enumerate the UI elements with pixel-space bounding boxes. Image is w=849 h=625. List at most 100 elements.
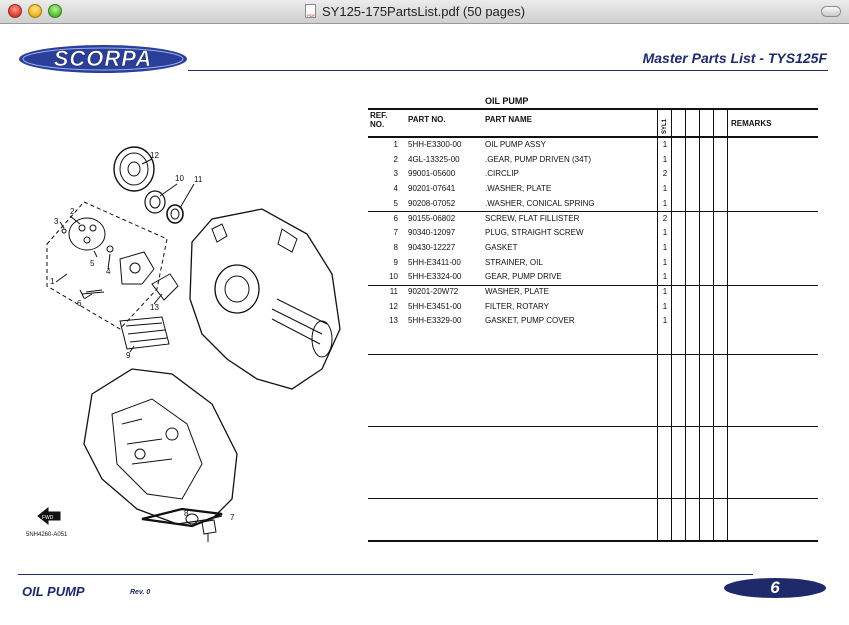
pdf-icon-label: PDF [307, 13, 315, 18]
header-part-no: PART NO. [408, 115, 446, 124]
fwd-label: FWD [42, 515, 54, 521]
master-parts-title: Master Parts List - TYS125F [642, 50, 827, 66]
header-ref-no: NO. [370, 120, 385, 129]
cell-part-name: GASKET [485, 242, 518, 252]
cell-ref: 12 [389, 301, 398, 311]
minimize-window-button[interactable] [28, 4, 42, 18]
cell-part-name: SCREW, FLAT FILLISTER [485, 213, 580, 223]
cell-part-no: 90201-07641 [408, 184, 456, 194]
callout-7: 7 [230, 513, 235, 522]
group-rule-4 [368, 426, 818, 427]
cell-ref: 13 [389, 316, 398, 326]
grid-col-2 [671, 110, 672, 540]
cell-ref: 9 [393, 257, 398, 267]
cell-part-name: .WASHER, PLATE [485, 184, 552, 194]
logo-text: SCORPA [54, 46, 153, 71]
footer-rule [18, 574, 753, 575]
cell-part-no: 90201-20W72 [408, 287, 459, 296]
cell-ref: 8 [393, 242, 398, 252]
cell-part-no: 90430-12227 [408, 242, 456, 252]
grid-col-1 [657, 110, 658, 540]
toolbar-toggle-button[interactable] [821, 6, 841, 17]
grid-col-5 [713, 110, 714, 540]
callout-1: 1 [50, 277, 55, 286]
group-rule-5 [368, 498, 818, 499]
cell-qty: 1 [662, 287, 668, 296]
cell-ref: 6 [393, 213, 398, 223]
header-remarks: REMARKS [731, 119, 772, 128]
cell-ref: 7 [393, 228, 398, 238]
cell-part-name: WASHER, PLATE [485, 287, 550, 296]
diagram-ref-code: 5NH4260-A051 [26, 532, 68, 538]
footer-section-title: OIL PUMP [22, 584, 85, 599]
cell-part-name: .CIRCLIP [485, 169, 519, 179]
page-number: 6 [770, 578, 780, 597]
cell-qty: 1 [662, 242, 668, 252]
cell-part-no: 5HH-E3300-00 [408, 140, 462, 149]
header-syl1: SYL1 [662, 118, 668, 134]
grid-col-3 [685, 110, 686, 540]
header-ref: REF. [370, 111, 388, 120]
callout-2: 2 [70, 207, 75, 216]
callout-12: 12 [150, 151, 159, 160]
oil-pump-exploded-diagram: 12 10 11 2 3 5 4 1 13 9 8 6 7 FWD 5NH426… [26, 146, 341, 542]
group-rule-1 [368, 211, 818, 212]
header-rule [188, 70, 828, 71]
cell-ref: 5 [393, 198, 398, 208]
callout-4: 4 [106, 267, 111, 276]
callout-13: 13 [150, 303, 159, 312]
cell-qty: 1 [662, 140, 668, 149]
table-top-rule [368, 108, 818, 110]
callout-8: 8 [184, 509, 189, 518]
callout-5: 5 [90, 259, 95, 268]
cell-qty: 1 [662, 154, 668, 164]
header-bottom-rule [368, 136, 818, 138]
cell-ref: 1 [393, 140, 398, 149]
callout-3: 3 [54, 217, 59, 226]
cell-part-no: 5HH-E3411-00 [408, 257, 461, 267]
table-title: OIL PUMP [485, 96, 529, 106]
cell-part-name: .GEAR, PUMP DRIVEN (34T) [485, 154, 592, 164]
cell-part-no: 90208-07052 [408, 198, 456, 208]
grid-col-6 [727, 110, 728, 540]
cell-qty: 1 [662, 272, 668, 282]
scorpa-logo: SCORPA [19, 45, 187, 73]
cell-qty: 1 [662, 257, 668, 267]
callout-10: 10 [175, 174, 184, 183]
group-rule-3 [368, 354, 818, 355]
close-window-button[interactable] [8, 4, 22, 18]
cell-part-no: 99001-05600 [408, 169, 456, 179]
callout-11: 11 [194, 175, 203, 184]
cell-part-no: 5HH-E3451-00 [408, 301, 462, 311]
page-number-badge [724, 578, 826, 598]
cell-ref: 2 [393, 154, 398, 164]
cell-qty: 1 [662, 184, 668, 194]
footer-revision: Rev. 0 [130, 589, 151, 596]
cell-part-no: 90340-12097 [408, 228, 456, 238]
cell-qty: 2 [662, 169, 668, 179]
parts-table: OIL PUMP REF. NO. PART NO. PART NAME SYL… [368, 94, 818, 544]
cell-part-name: GASKET, PUMP COVER [485, 316, 575, 326]
cell-part-name: OIL PUMP ASSY [485, 140, 546, 149]
callout-6: 6 [77, 299, 82, 308]
cell-part-no: 5HH-E3329-00 [408, 316, 462, 326]
cell-qty: 1 [662, 228, 668, 238]
cell-qty: 1 [662, 301, 668, 311]
cell-qty: 1 [662, 198, 668, 208]
cell-ref: 11 [389, 287, 398, 296]
cell-part-name: PLUG, STRAIGHT SCREW [485, 228, 584, 238]
cell-part-no: 5HH-E3324-00 [408, 272, 462, 282]
pdf-page: SCORPA Master Parts List - TYS125F [0, 24, 849, 625]
cell-qty: 2 [662, 213, 668, 223]
cell-ref: 10 [389, 272, 398, 282]
zoom-window-button[interactable] [48, 4, 62, 18]
title-bar[interactable]: PDF SY125-175PartsList.pdf (50 pages) [0, 0, 849, 24]
header-part-name: PART NAME [485, 115, 532, 124]
pdf-document-icon: PDF [305, 4, 316, 18]
table-bottom-rule [368, 540, 818, 542]
window-title: SY125-175PartsList.pdf (50 pages) [322, 4, 526, 19]
cell-part-name: FILTER, ROTARY [485, 301, 550, 311]
grid-col-4 [699, 110, 700, 540]
cell-ref: 3 [393, 169, 398, 179]
group-rule-2 [368, 285, 818, 286]
